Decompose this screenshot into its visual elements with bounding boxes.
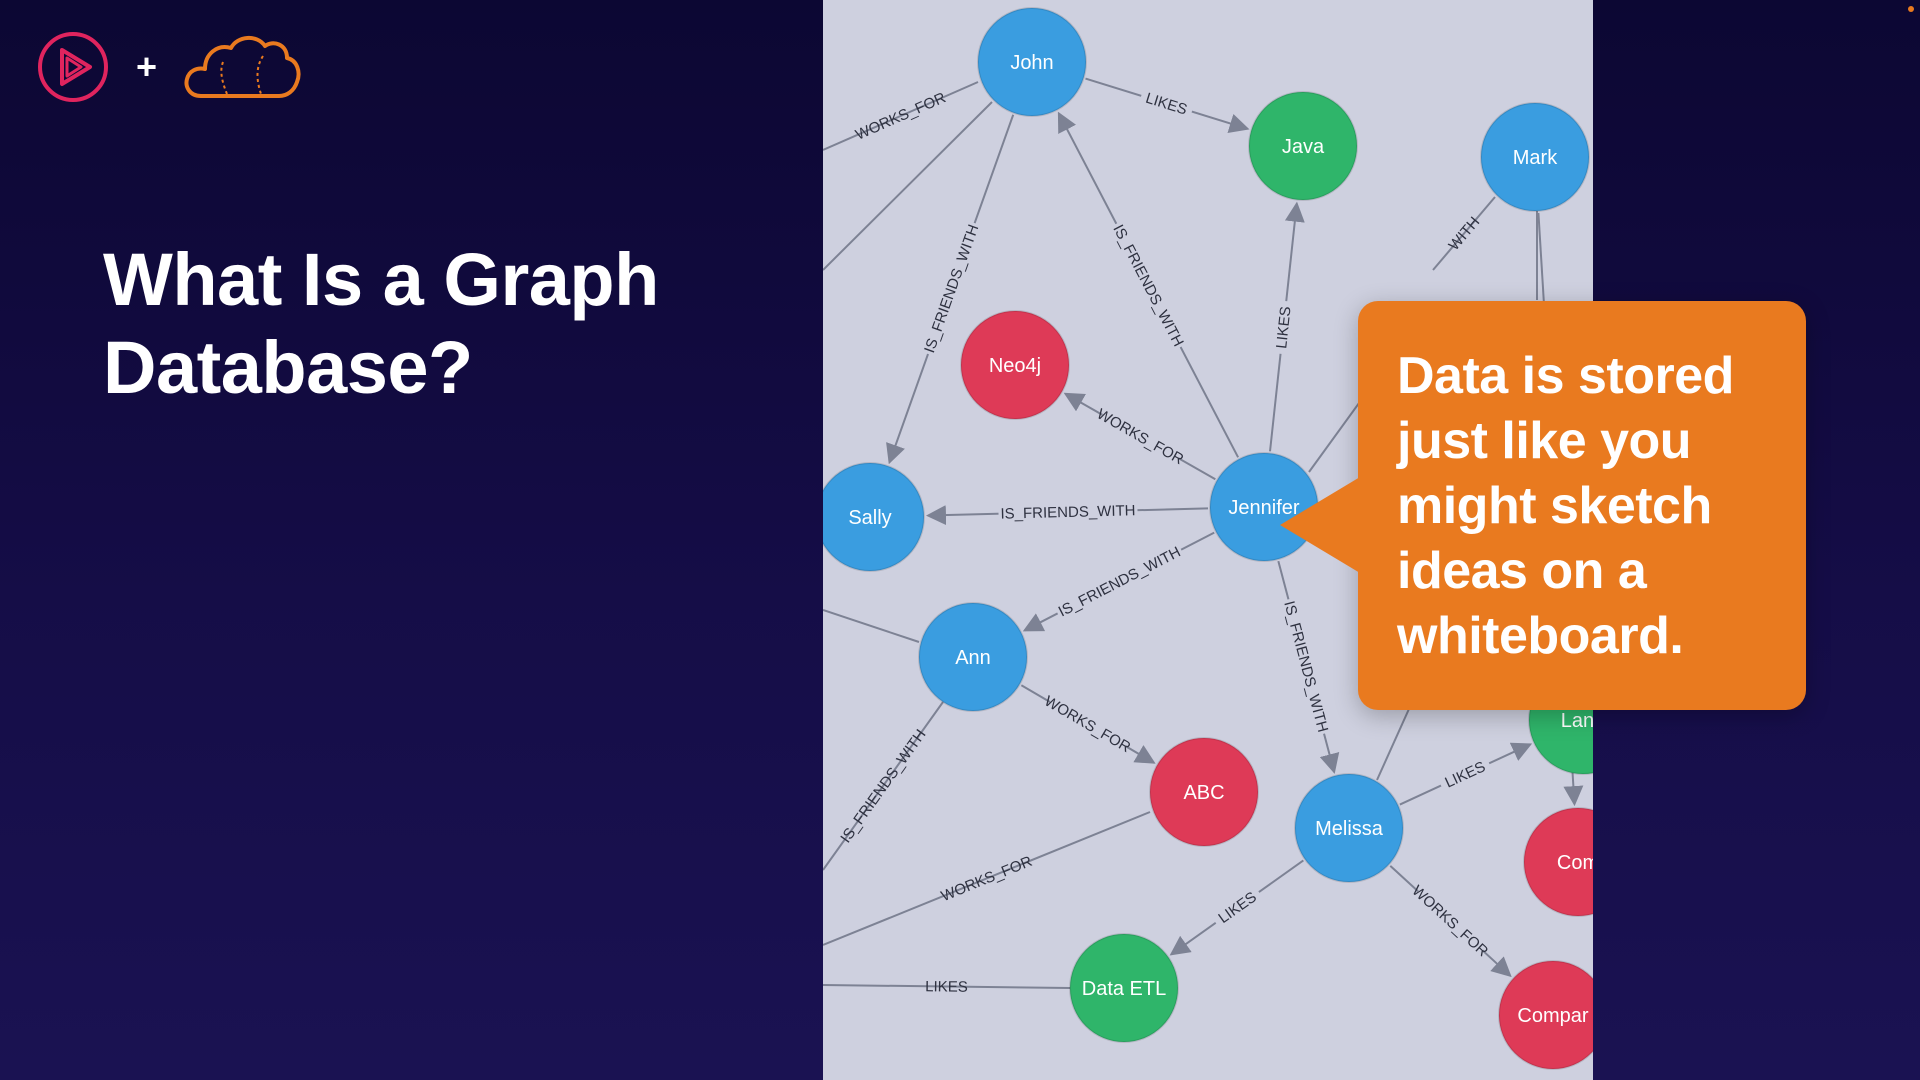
edge-label-bg xyxy=(1437,755,1493,794)
node-label: Lang xyxy=(1561,710,1593,732)
partial-edge-label: LIKES xyxy=(925,978,968,996)
logo-area: + xyxy=(36,30,301,104)
node-circle xyxy=(1149,737,1259,847)
partial-edge xyxy=(823,81,979,151)
edge-label-john-java: LIKES xyxy=(1144,90,1190,119)
node-ann: Ann xyxy=(918,602,1028,712)
node-mark: Mark xyxy=(1480,102,1590,212)
edge-label-bg xyxy=(1108,219,1189,352)
edge-label-jennifer-neo4j: WORKS_FOR xyxy=(1094,406,1187,469)
node-circle xyxy=(918,602,1028,712)
edge-label-bg xyxy=(1053,541,1186,622)
edge-label-jennifer-sally: IS_FRIENDS_WITH xyxy=(1000,502,1135,522)
node-circle xyxy=(977,7,1087,117)
node-circle xyxy=(1248,91,1358,201)
partial-edge xyxy=(823,811,1151,946)
node-circle xyxy=(1523,807,1593,917)
page-title: What Is a Graph Database? xyxy=(103,238,659,409)
cloud-logo-icon xyxy=(184,36,301,98)
edge-label-bg xyxy=(1279,597,1333,737)
node-circle xyxy=(823,462,925,572)
node-circle xyxy=(1498,960,1593,1070)
node-com: Com xyxy=(1523,807,1593,917)
graph-canvas: LIKES IS_FRIENDS_WITH IS_FRIENDS_WITH LIKES… xyxy=(823,7,1593,1070)
partial-edge-label: WORKS_FOR xyxy=(853,89,949,143)
edge-label-melissa-lang: LIKES xyxy=(1442,758,1488,791)
node-java: Java xyxy=(1248,91,1358,201)
partial-edge xyxy=(823,984,1071,989)
edge-label-melissa-compar: WORKS_FOR xyxy=(1409,882,1492,960)
partial-edge-label: IS_FRIENDS_WITH xyxy=(837,726,929,846)
edge-label-jennifer-ann: IS_FRIENDS_WITH xyxy=(1056,544,1184,621)
node-label: Ann xyxy=(955,647,991,669)
edge-label-bg xyxy=(919,220,984,358)
node-dataetl: Data ETL xyxy=(1069,933,1179,1043)
logo-separator: + xyxy=(136,46,158,87)
callout-text: Data is stored just like you might sketc… xyxy=(1397,347,1734,665)
node-compar: Compar xyxy=(1498,960,1593,1070)
node-label: Neo4j xyxy=(989,355,1041,377)
edge-label-bg xyxy=(998,501,1138,523)
node-label: John xyxy=(1010,52,1053,74)
partial-edge-label: WORKS_FOR xyxy=(939,853,1035,905)
node-label: Mark xyxy=(1513,147,1558,169)
edge-label-bg xyxy=(1097,407,1183,466)
partial-edge xyxy=(823,701,944,871)
node-circle xyxy=(1294,773,1404,883)
edge-label-jennifer-john: IS_FRIENDS_WITH xyxy=(1109,222,1186,350)
node-neo4j: Neo4j xyxy=(960,310,1070,420)
node-label: Compar xyxy=(1517,1005,1588,1027)
partial-edge xyxy=(1432,196,1496,271)
edge-label-bg xyxy=(1411,884,1489,957)
node-circle xyxy=(960,310,1070,420)
edge-label-jennifer-melissa: IS_FRIENDS_WITH xyxy=(1280,599,1331,734)
partial-edge xyxy=(823,101,993,271)
node-label: Java xyxy=(1282,136,1325,158)
node-melissa: Melissa xyxy=(1294,773,1404,883)
node-circle xyxy=(1069,933,1179,1043)
corner-dot xyxy=(1908,6,1914,12)
partial-edge xyxy=(823,609,920,643)
partial-edge-label: WITH xyxy=(1445,214,1483,254)
edge-label-jennifer-java: LIKES xyxy=(1273,305,1294,349)
node-sally: Sally xyxy=(823,462,925,572)
node-abc: ABC xyxy=(1149,737,1259,847)
partial-edge xyxy=(1376,699,1414,781)
callout-bubble: Data is stored just like you might sketc… xyxy=(1280,301,1806,710)
node-label: Com xyxy=(1557,852,1593,874)
edge-label-bg xyxy=(1210,884,1265,931)
node-label: Sally xyxy=(848,507,891,529)
node-label: Melissa xyxy=(1315,818,1384,840)
edge-label-melissa-dataetl: LIKES xyxy=(1215,889,1260,928)
edge-label-ann-abc: WORKS_FOR xyxy=(1041,693,1133,757)
edge-label-bg xyxy=(1271,300,1296,355)
edge-label-bg xyxy=(1045,694,1130,754)
play-circle-logo-icon xyxy=(38,32,108,102)
node-circle xyxy=(1480,102,1590,212)
node-john: John xyxy=(977,7,1087,117)
node-label: Data ETL xyxy=(1082,978,1166,1000)
edge-label-bg xyxy=(1138,87,1195,121)
node-label: ABC xyxy=(1183,782,1224,804)
